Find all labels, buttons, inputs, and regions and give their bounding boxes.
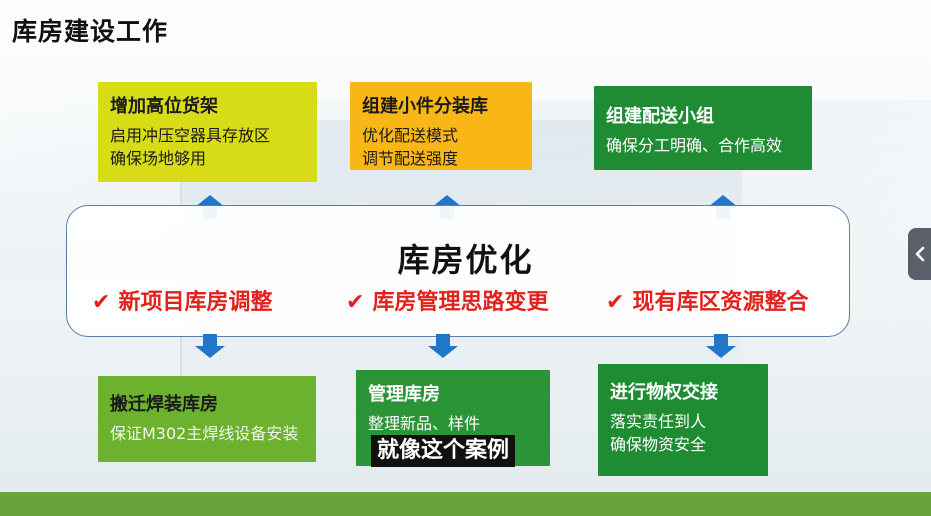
box-line: 落实责任到人 [610, 412, 707, 431]
page-title: 库房建设工作 [12, 17, 169, 46]
down-arrow-icon [195, 334, 225, 358]
check-icon: ✔ [346, 290, 365, 315]
box-line: 确保场地够用 [110, 149, 207, 168]
chevron-left-icon[interactable] [915, 246, 925, 262]
box-title: 组建配送小组 [606, 106, 714, 127]
footer-band [0, 492, 931, 516]
check-icon: ✔ [92, 290, 111, 315]
center-panel [66, 205, 850, 337]
down-arrow-icon [428, 334, 458, 358]
check-item-new-project: ✔ 新项目库房调整 [92, 284, 272, 316]
check-item-label: 库房管理思路变更 [372, 290, 549, 315]
down-arrow-icon [706, 334, 736, 358]
box-title: 组建小件分装库 [362, 96, 488, 117]
box-line: 调节配送强度 [362, 149, 459, 168]
box-ownership-handover: 进行物权交接 落实责任到人 确保物资安全 [598, 364, 768, 476]
box-line: 启用冲压空器具存放区 [110, 126, 271, 145]
check-item-label: 现有库区资源整合 [632, 290, 809, 315]
box-line: 确保分工明确、合作高效 [606, 136, 783, 155]
video-subtitle-caption: 就像这个案例 [371, 435, 516, 467]
box-line: 确保物资安全 [610, 435, 707, 454]
check-item-label: 新项目库房调整 [118, 290, 273, 315]
box-title: 搬迁焊装库房 [110, 394, 218, 415]
box-title: 增加高位货架 [110, 96, 218, 117]
side-collapse-tab[interactable] [908, 228, 931, 280]
box-delivery-team: 组建配送小组 确保分工明确、合作高效 [594, 86, 812, 170]
check-icon: ✔ [606, 290, 625, 315]
box-small-parts-warehouse: 组建小件分装库 优化配送模式 调节配送强度 [350, 82, 532, 170]
box-relocate-welding-warehouse: 搬迁焊装库房 保证M302主焊线设备安装 [98, 376, 316, 462]
box-line: 整理新品、样件 [368, 414, 481, 433]
check-item-management-change: ✔ 库房管理思路变更 [346, 284, 548, 316]
box-add-high-racks: 增加高位货架 启用冲压空器具存放区 确保场地够用 [98, 82, 317, 182]
box-line: 保证M302主焊线设备安装 [110, 424, 299, 443]
box-title: 进行物权交接 [610, 382, 718, 403]
center-title: 库房优化 [397, 241, 534, 279]
box-title: 管理库房 [368, 384, 440, 405]
check-item-resource-integration: ✔ 现有库区资源整合 [606, 284, 808, 316]
box-line: 优化配送模式 [362, 126, 459, 145]
